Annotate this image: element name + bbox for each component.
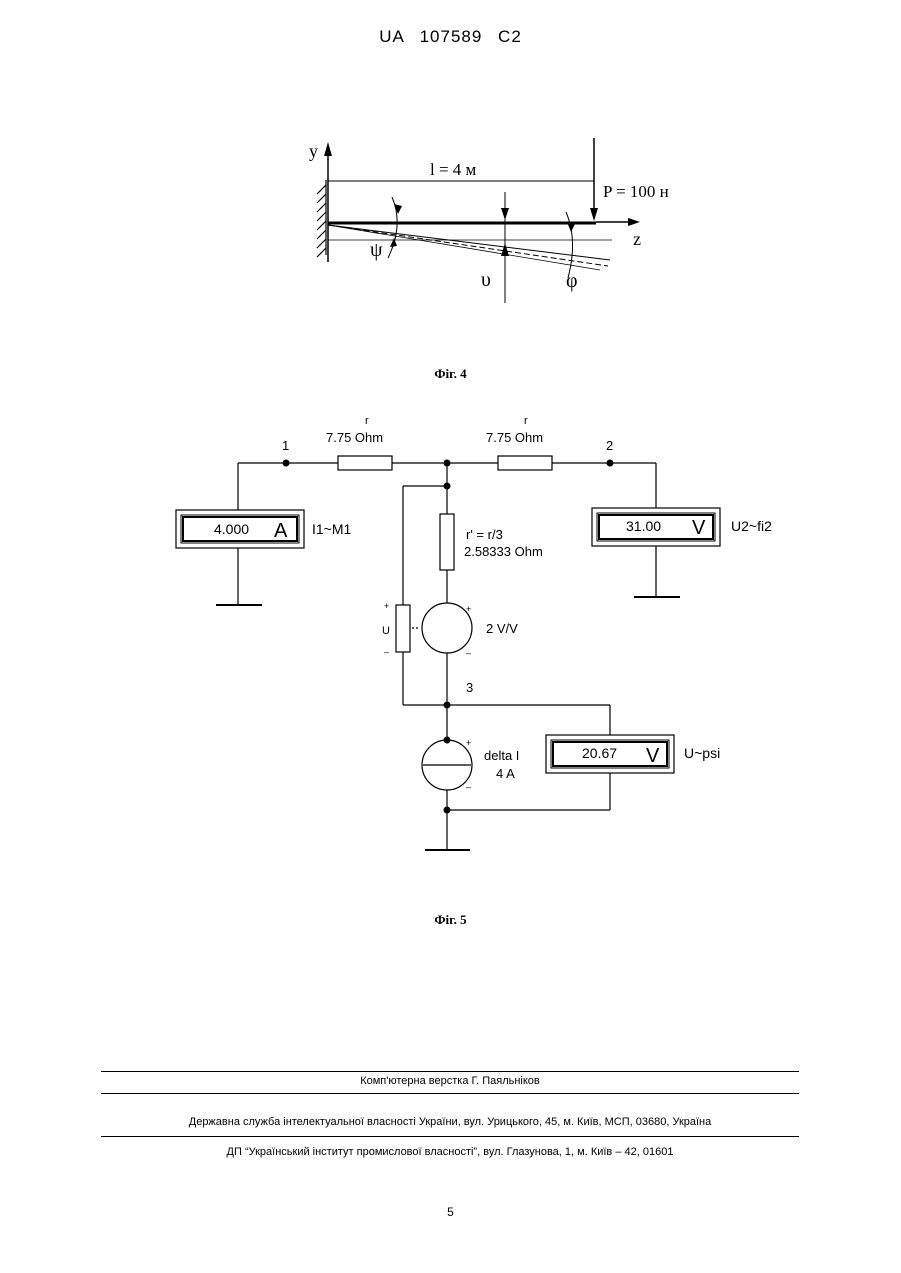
figure-4-beam-diagram: y l = 4 м z P = 100 н υ ψ φ [0, 0, 901, 400]
voltmeter-bottom-value: 20.67 [582, 745, 617, 761]
r-prime-name: r' = r/3 [466, 527, 503, 542]
psi-label: ψ [370, 239, 383, 261]
node-2-dot [607, 460, 614, 467]
voltmeter-right-label: U2~fi2 [731, 518, 772, 534]
r-right-name: r [524, 415, 528, 427]
figure-5-circuit-diagram: 1 2 3 r 7.75 Ohm r 7.75 Ohm r' = r/3 2.5… [0, 400, 901, 870]
ammeter-left-label: I1~M1 [312, 521, 352, 537]
length-label: l = 4 м [430, 160, 477, 179]
svg-text:–: – [384, 647, 389, 657]
voltmeter-bottom-label: U~psi [684, 745, 720, 761]
phi-label: φ [566, 270, 578, 292]
r-left-value: 7.75 Ohm [326, 430, 383, 445]
y-axis-arrow [324, 142, 332, 156]
voltage-sensor-u [396, 605, 410, 652]
node-3-dot [444, 702, 451, 709]
force-arrow [590, 208, 598, 221]
source-gain-label: 2 V/V [486, 621, 518, 636]
voltmeter-right-unit: V [692, 517, 706, 539]
footer-rule-3 [101, 1136, 799, 1137]
ammeter-left: 4.000 A [176, 510, 304, 548]
voltmeter-bottom: 20.67 V [546, 735, 674, 773]
ammeter-left-value: 4.000 [214, 521, 249, 537]
footer-rule-1 [101, 1071, 799, 1072]
resistor-r-prime [440, 514, 454, 570]
voltmeter-right-value: 31.00 [626, 518, 661, 534]
current-source-value: 4 A [496, 766, 515, 781]
z-axis-label: z [633, 229, 641, 249]
y-axis-label: y [309, 141, 318, 161]
voltmeter-right: 31.00 V [592, 508, 720, 546]
r-prime-value: 2.58333 Ohm [464, 544, 543, 559]
fixed-wall-support [317, 180, 326, 257]
node-2-label: 2 [606, 438, 613, 453]
svg-text:+: + [384, 601, 389, 611]
z-axis-arrow [628, 218, 640, 226]
svg-text:+: + [466, 604, 471, 614]
footer-agency: Державна служба інтелектуальної власност… [101, 1116, 799, 1128]
voltmeter-bottom-unit: V [646, 745, 660, 767]
svg-text:+: + [466, 738, 471, 748]
node-1-dot [283, 460, 290, 467]
force-label: P = 100 н [603, 182, 669, 201]
footer-typesetter: Комп'ютерна верстка Г. Паяльніков [101, 1075, 799, 1087]
footer-rule-2 [101, 1093, 799, 1094]
svg-text:–: – [466, 782, 471, 792]
resistor-r-left [338, 456, 392, 470]
r-left-name: r [365, 415, 369, 427]
current-source-name: delta I [484, 748, 519, 763]
ammeter-left-unit: A [274, 520, 288, 542]
node-1-label: 1 [282, 438, 289, 453]
deflection-label: υ [481, 269, 491, 291]
figure-4-caption: Фіг. 4 [0, 366, 901, 382]
page-number: 5 [0, 1205, 901, 1219]
u-sensor-label: U [382, 625, 390, 637]
svg-text:–: – [466, 648, 471, 658]
footer-institute: ДП “Український інститут промислової вла… [101, 1146, 799, 1158]
voltage-controlled-source [422, 603, 472, 653]
r-right-value: 7.75 Ohm [486, 430, 543, 445]
node-3-label: 3 [466, 680, 473, 695]
resistor-r-right [498, 456, 552, 470]
figure-5-caption: Фіг. 5 [0, 912, 901, 928]
